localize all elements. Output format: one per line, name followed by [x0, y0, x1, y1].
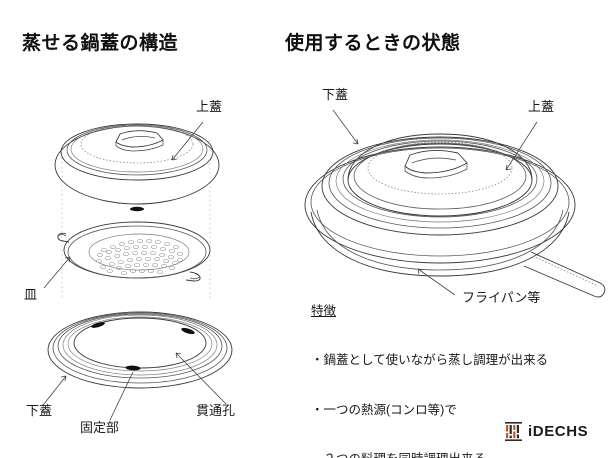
exploded-assembly-diagram [43, 121, 233, 421]
right-panel-title: 使用するときの状態 [285, 33, 461, 54]
brand-logo: iDECHS [505, 422, 588, 441]
callout-upper-lid-left: 上蓋 [196, 99, 223, 114]
feature-item: ２つの料理を同時調理出来る [311, 451, 548, 458]
callout-upper-lid-right: 上蓋 [528, 99, 555, 114]
lower-lid-on-pan-art [321, 136, 559, 236]
features-heading: 特徴 [311, 304, 337, 318]
callout-plate: 皿 [24, 287, 38, 302]
upper-lid-art [54, 123, 220, 212]
brand-wordmark: iDECHS [528, 423, 589, 440]
lower-lid-art [47, 311, 233, 389]
callout-frying-pan: フライパン等 [462, 290, 541, 305]
callout-through-hole: 貫通孔 [196, 403, 236, 418]
perforated-plate-art [57, 221, 211, 282]
feature-item: ・鍋蓋として使いながら蒸し調理が出来る [311, 353, 549, 367]
callout-lower-lid-right: 下蓋 [322, 87, 349, 102]
callout-fixing-part: 固定部 [80, 420, 120, 435]
feature-item: ・一つの熱源(コンロ等)で [311, 402, 457, 417]
features-block: 特徴 ・鍋蓋として使いながら蒸し調理が出来る ・一つの熱源(コンロ等)で ２つの… [311, 300, 548, 458]
upper-lid-on-pan-art [347, 133, 533, 217]
callout-lower-lid-left: 下蓋 [26, 403, 53, 418]
frying-pan-art [304, 146, 606, 298]
features-list: ・鍋蓋として使いながら蒸し調理が出来る ・一つの熱源(コンロ等)で ２つの料理を… [311, 319, 548, 458]
idechs-mark-icon [505, 422, 522, 441]
left-panel-title: 蒸せる鍋蓋の構造 [22, 33, 179, 54]
